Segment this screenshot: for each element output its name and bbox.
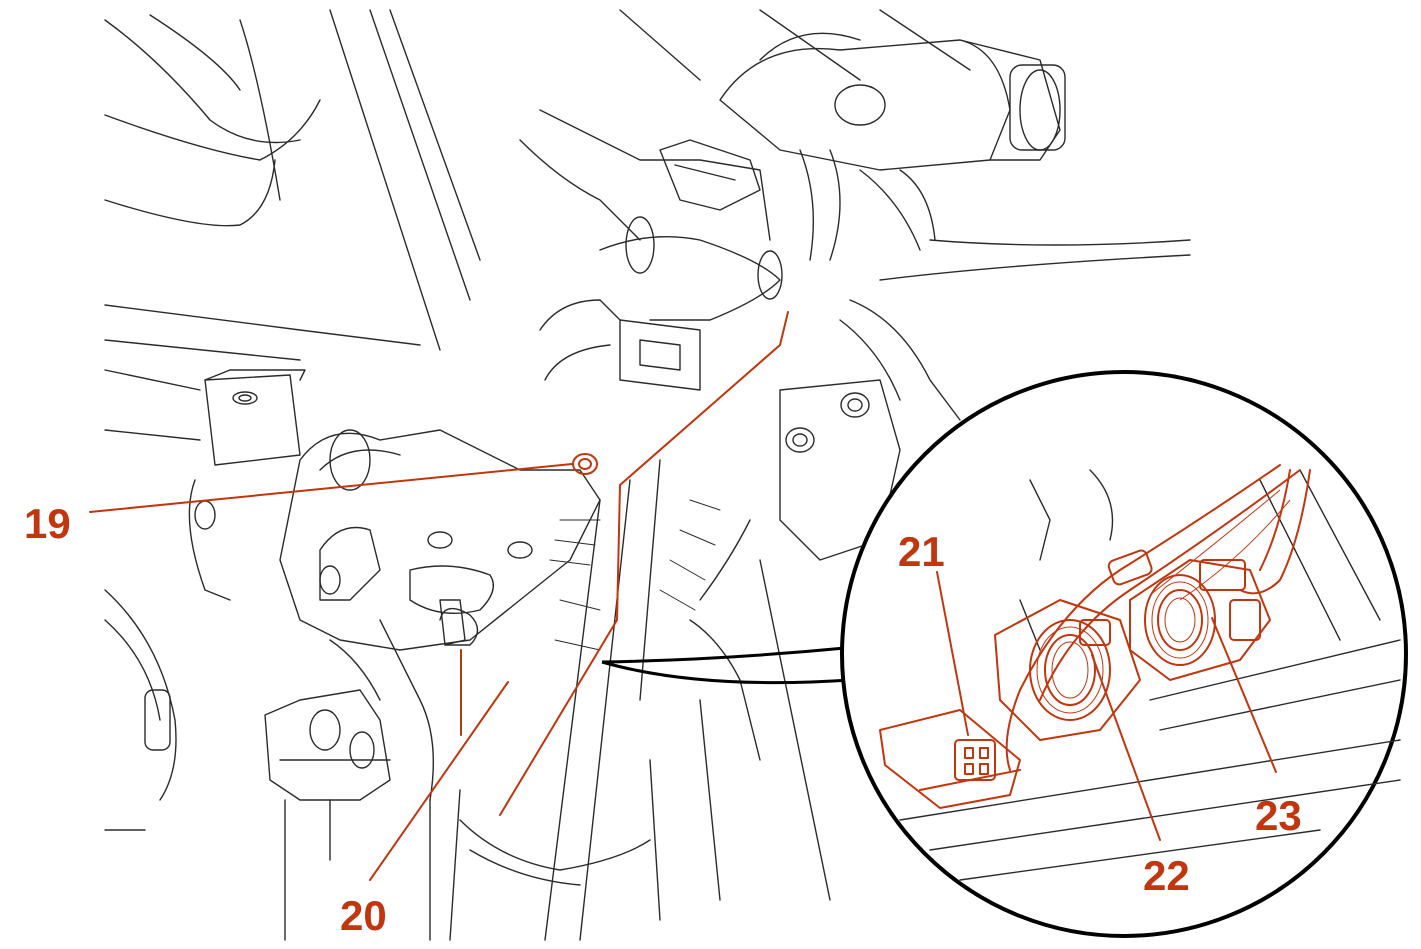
leader-21 (936, 571, 969, 736)
leader-lines (89, 463, 573, 881)
wiring-harness-highlight (499, 311, 789, 816)
callout-22: 22 (1143, 852, 1190, 899)
inset-connector-detail (1036, 489, 1291, 714)
connector-22 (994, 599, 1141, 741)
engine-bay-line-art (104, 9, 1191, 941)
inset-connectors (879, 464, 1311, 809)
callout-21: 21 (898, 528, 945, 575)
connector-21 (879, 709, 1021, 809)
leader-22 (1091, 654, 1161, 841)
callout-20: 20 (340, 892, 387, 939)
zoom-inset (601, 370, 1408, 938)
callout-19: 19 (24, 500, 71, 547)
leader-20 (369, 681, 509, 881)
callout-23: 23 (1255, 792, 1302, 839)
leader-23 (1211, 617, 1277, 773)
inset-leader-lines (936, 571, 1277, 841)
engine-bay-shading (549, 499, 721, 651)
callout-labels: 19 20 21 22 23 (24, 500, 1302, 939)
leader-19 (89, 463, 573, 513)
